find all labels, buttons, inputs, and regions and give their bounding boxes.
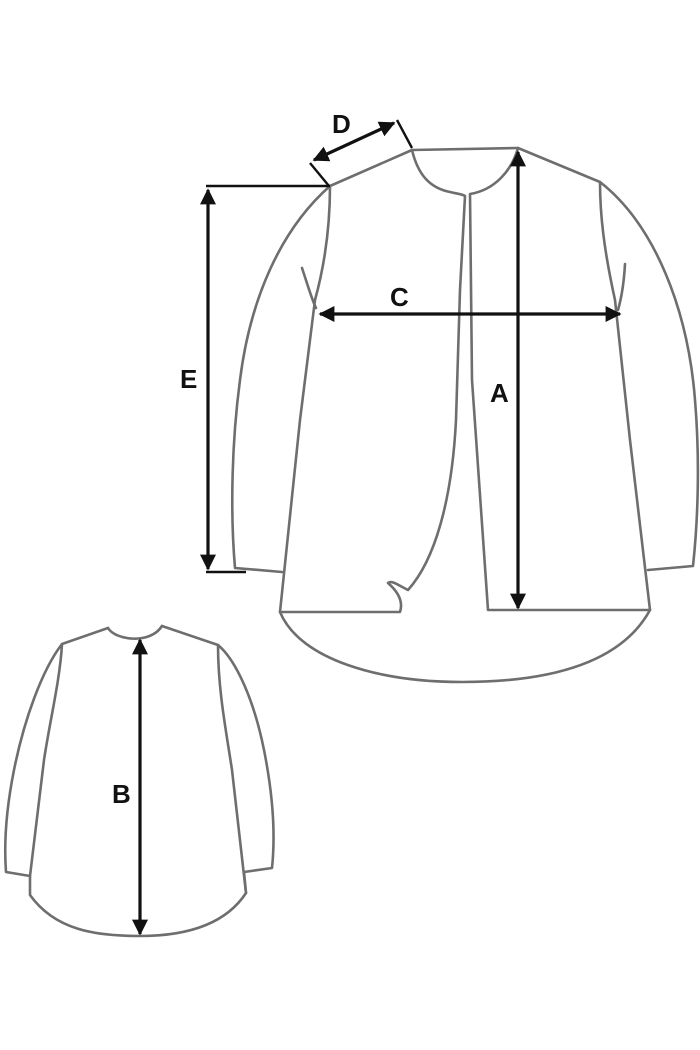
left-front-panel (278, 148, 467, 614)
jacket-back-view (3, 624, 275, 938)
back-neckline (106, 624, 164, 640)
dimension-d-label: D (332, 109, 351, 139)
dimension-d-guide-bottom (309, 162, 330, 187)
back-left-armhole-seam (28, 642, 64, 878)
dimension-a: A (490, 150, 526, 610)
front-neckline (410, 146, 520, 152)
dimension-d-guide-top (395, 119, 414, 149)
dimension-e-label: E (180, 364, 197, 394)
dimension-e: E (180, 184, 330, 574)
dimension-b: B (112, 638, 148, 936)
back-body-outline (3, 624, 275, 938)
back-hem-curve (278, 608, 652, 684)
dimension-a-label: A (490, 378, 509, 408)
dimension-b-label: B (112, 779, 131, 809)
dimension-d: D (309, 109, 414, 187)
left-sleeve (230, 184, 332, 574)
back-right-armhole-seam (216, 643, 248, 895)
jacket-front-view (230, 146, 700, 684)
dimension-c-label: C (390, 282, 409, 312)
right-front-panel (468, 146, 652, 612)
dimension-d-arrow (312, 121, 396, 162)
right-sleeve (598, 180, 700, 572)
dimension-c: C (318, 282, 622, 322)
right-armhole-seam (616, 262, 627, 312)
